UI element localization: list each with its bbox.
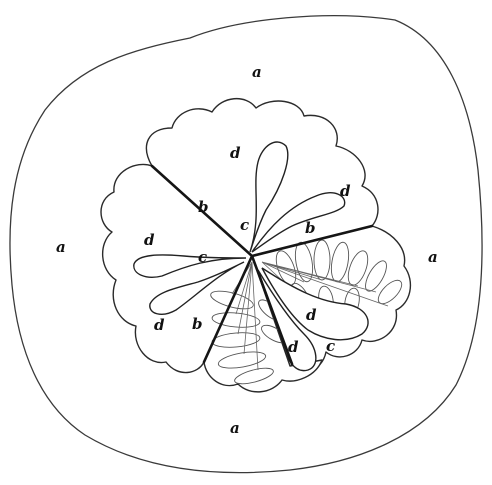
- label-a-bottom: a: [230, 419, 240, 437]
- label-c-lower: c: [326, 337, 335, 355]
- label-d-5: d: [306, 306, 317, 324]
- label-a-top: a: [252, 63, 262, 81]
- label-d-6: d: [288, 338, 299, 356]
- label-d-2: d: [340, 182, 351, 200]
- label-d-1: d: [230, 144, 241, 162]
- label-d-3: d: [144, 231, 155, 249]
- label-b-right: b: [305, 219, 316, 237]
- label-a-left: a: [56, 238, 66, 256]
- label-b-lower: b: [192, 315, 203, 333]
- label-b-upper: b: [198, 198, 209, 216]
- label-c-upper: c: [240, 216, 249, 234]
- label-c-left: c: [198, 248, 207, 266]
- label-d-4: d: [154, 316, 165, 334]
- label-a-right: a: [428, 248, 438, 266]
